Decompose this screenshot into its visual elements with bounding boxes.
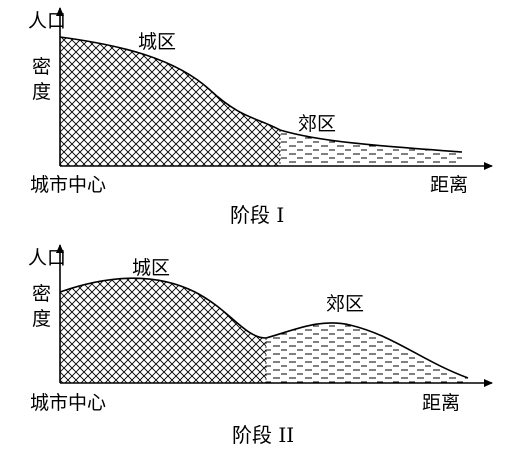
suburban-area-ii — [266, 322, 468, 383]
x-end-label-i: 距离 — [430, 174, 468, 196]
urban-area-ii — [60, 278, 266, 383]
urban-area-i — [60, 37, 280, 166]
caption-stage-i: 阶段 I — [230, 203, 284, 227]
suburb-label-i: 郊区 — [298, 113, 336, 135]
urban-label-ii: 城区 — [132, 257, 170, 279]
y-axis-label-line3-ii: 度 — [32, 308, 51, 330]
density-curve-i — [59, 36, 463, 153]
y-axis-label-line1-i: 人口 — [28, 10, 66, 32]
y-axis-label-line1-ii: 人口 — [28, 247, 66, 269]
y-axis-label-line2-i: 密 — [32, 56, 51, 78]
y-axis-label-line3-i: 度 — [32, 81, 51, 103]
x-origin-label-i: 城市中心 — [30, 174, 106, 196]
diagram-stage-i: 人口 密 度 城区 郊区 城市中心 距离 阶段 I — [28, 7, 493, 227]
urban-label-i: 城区 — [138, 31, 176, 53]
caption-stage-ii: 阶段 II — [232, 423, 294, 447]
y-axis-label-line2-ii: 密 — [32, 283, 51, 305]
x-end-label-ii: 距离 — [422, 392, 460, 414]
diagram-stage-ii: 人口 密 度 城区 郊区 城市中心 距离 阶段 II — [28, 244, 493, 447]
suburban-area-i — [280, 130, 462, 166]
suburb-label-ii: 郊区 — [326, 293, 364, 315]
x-origin-label-ii: 城市中心 — [30, 392, 106, 414]
